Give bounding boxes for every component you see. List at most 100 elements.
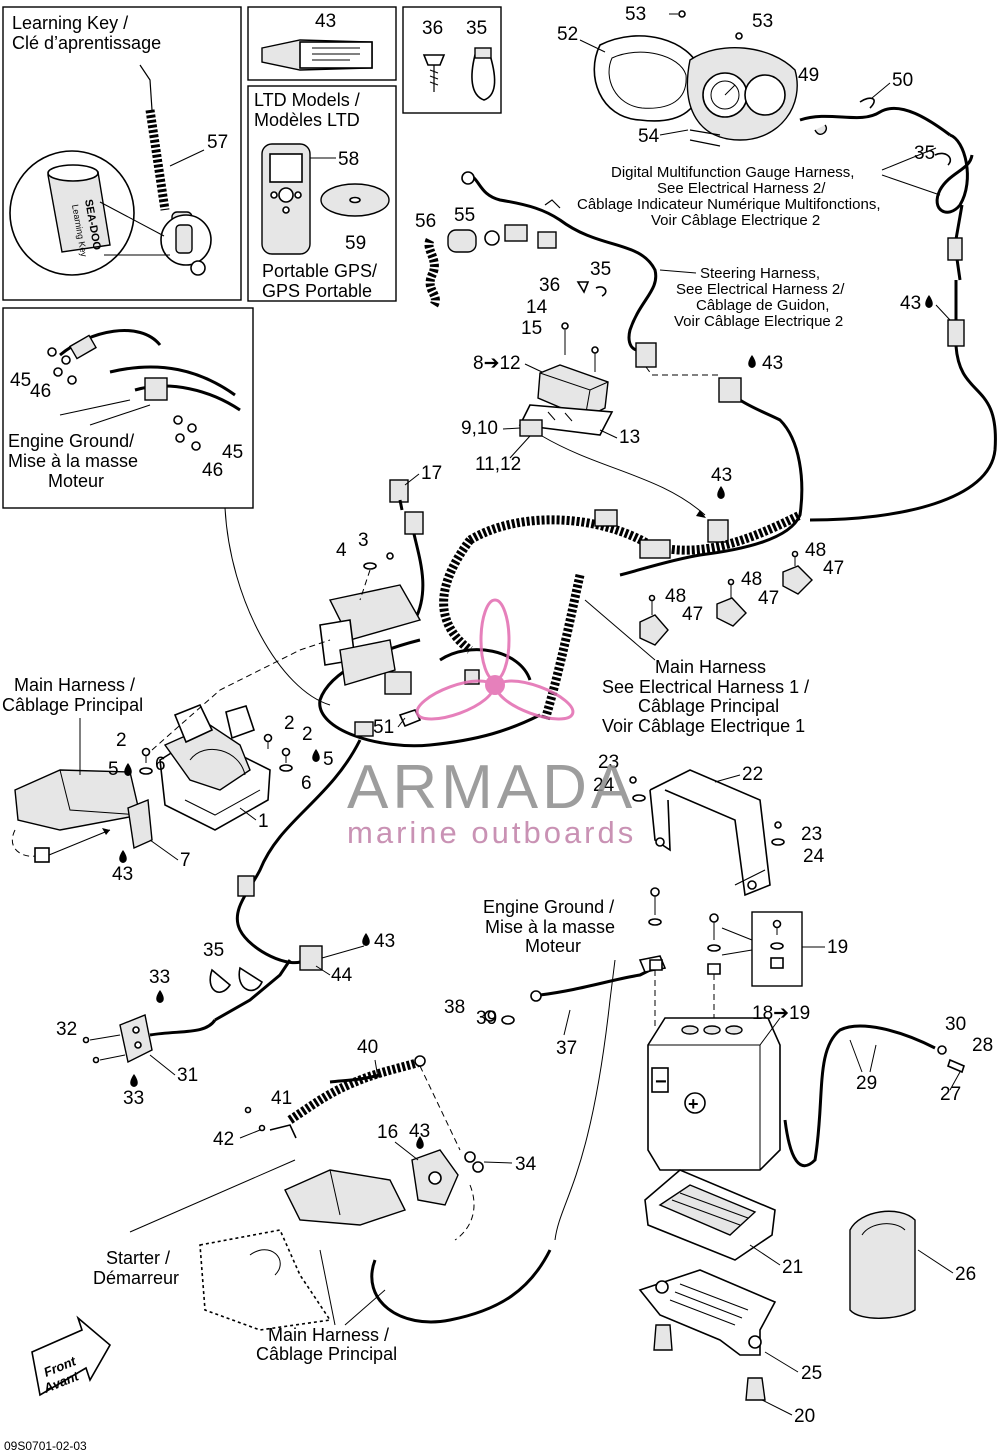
- part-1: 1: [258, 811, 269, 832]
- ecu-module: [518, 322, 614, 437]
- part-29: 29: [856, 1073, 877, 1094]
- part-43d: 43: [112, 864, 133, 885]
- part-53a: 53: [625, 4, 646, 25]
- part-31: 31: [177, 1065, 198, 1086]
- part-23a: 23: [598, 752, 619, 773]
- grease-box: 43: [247, 6, 397, 81]
- ltd-footer-2: GPS Portable: [262, 281, 372, 301]
- starter-label-2: Démarreur: [93, 1268, 179, 1288]
- gauge-harness-line-1: Digital Multifunction Gauge Harness,: [611, 164, 854, 181]
- part-19: 19: [827, 937, 848, 958]
- screw-icon: [422, 54, 446, 92]
- learning-key-box: Learning Key / Clé d’aprentissage SEA-DO…: [2, 6, 242, 301]
- part-43-grease: 43: [315, 11, 336, 32]
- part-43f: 43: [409, 1121, 430, 1142]
- part-42: 42: [213, 1129, 234, 1150]
- part-41: 41: [271, 1088, 292, 1109]
- part-46-bottom: 46: [202, 460, 223, 481]
- part-55: 55: [454, 205, 475, 226]
- main-harness-bottom-2: Câblage Principal: [256, 1344, 397, 1364]
- clips-box: 36 35: [402, 6, 502, 114]
- part-7: 7: [180, 850, 191, 871]
- starter-solenoid: [411, 1149, 459, 1206]
- part-35c: 35: [203, 940, 224, 961]
- part-26: 26: [955, 1264, 976, 1285]
- gps-device-icon: [261, 143, 311, 255]
- steering-harness-wire: [469, 173, 658, 352]
- main-harness: [318, 479, 803, 748]
- part-8-12: 8➔12: [473, 353, 521, 374]
- part-23b: 23: [801, 824, 822, 845]
- part-9-10: 9,10: [461, 418, 498, 439]
- disc-icon: [320, 183, 390, 217]
- part-48a: 48: [805, 540, 826, 561]
- part-48b: 48: [741, 569, 762, 590]
- battery-pad: [849, 1210, 916, 1319]
- part-24a: 24: [593, 775, 615, 796]
- battery-plus-icon: +: [688, 1094, 699, 1114]
- part-6b: 6: [301, 773, 312, 794]
- part-47b: 47: [758, 588, 779, 609]
- part-35b: 35: [590, 259, 611, 280]
- main-harness-center-2: See Electrical Harness 1 /: [602, 677, 809, 697]
- front-arrow-icon: Front Avant: [31, 1315, 112, 1397]
- main-harness-left-2: Câblage Principal: [2, 695, 143, 715]
- part-38: 38: [444, 997, 465, 1018]
- bolt-kit-box: [751, 911, 803, 987]
- battery-bracket: [649, 769, 771, 897]
- gauge-harness-line-3: Câblage Indicateur Numérique Multifoncti…: [577, 196, 881, 213]
- steering-harness-line-4: Voir Câblage Electrique 2: [674, 313, 843, 330]
- battery-plate: [638, 1269, 777, 1401]
- part-56: 56: [415, 211, 436, 232]
- part-28: 28: [972, 1035, 993, 1056]
- engine-ground-mid-3: Moteur: [525, 936, 581, 956]
- part-22: 22: [742, 764, 763, 785]
- harness-clips: [639, 550, 813, 646]
- steering-harness-line-2: See Electrical Harness 2/: [676, 281, 845, 298]
- part-33b: 33: [123, 1088, 144, 1109]
- fuse-holder-bracket: [159, 703, 271, 831]
- battery-minus-icon: −: [655, 1071, 667, 1093]
- part-46-top: 46: [30, 381, 51, 402]
- watermark-tagline: marine outboards: [347, 815, 636, 850]
- part-44: 44: [331, 965, 353, 986]
- part-5b: 5: [323, 749, 334, 770]
- gauge-harness-line-2: See Electrical Harness 2/: [657, 180, 826, 197]
- relay-block: [12, 769, 141, 863]
- learning-key-title: Learning Key /: [12, 13, 128, 33]
- battery-cable: [783, 1024, 936, 1168]
- armada-logo-icon: [415, 598, 575, 721]
- fuse-box: [319, 584, 422, 686]
- watermark-brand: ARMADA: [347, 753, 636, 822]
- part-39: 39: [476, 1008, 497, 1029]
- part-25: 25: [801, 1363, 822, 1384]
- part-20: 20: [794, 1406, 815, 1427]
- main-harness-center-3: Câblage Principal: [638, 696, 779, 716]
- engine-ground-label-1: Engine Ground/: [8, 431, 134, 451]
- gauge-harness-line-4: Voir Câblage Electrique 2: [651, 212, 820, 229]
- part-45-top: 45: [10, 370, 31, 391]
- engine-ground-mid-2: Mise à la masse: [485, 917, 615, 937]
- part-34: 34: [515, 1154, 537, 1175]
- part-16: 16: [377, 1122, 398, 1143]
- part-30: 30: [945, 1014, 966, 1035]
- part-48c: 48: [665, 586, 686, 607]
- part-57: 57: [207, 132, 228, 153]
- part-5a: 5: [108, 759, 119, 780]
- starter-label-1: Starter /: [106, 1248, 170, 1268]
- part-50: 50: [892, 70, 913, 91]
- part-2a: 2: [116, 730, 127, 751]
- part-59: 59: [345, 233, 366, 254]
- part-21: 21: [782, 1257, 803, 1278]
- part-43b: 43: [762, 353, 783, 374]
- part-37: 37: [556, 1038, 577, 1059]
- starter-motor: [199, 1169, 406, 1331]
- part-27: 27: [940, 1084, 961, 1105]
- watermark: ARMADA marine outboards: [347, 598, 636, 850]
- main-harness-left-1: Main Harness /: [14, 675, 135, 695]
- part-43c: 43: [711, 465, 732, 486]
- part-11-12: 11,12: [475, 454, 521, 475]
- gauge-cluster: [593, 10, 951, 147]
- part-49: 49: [798, 65, 819, 86]
